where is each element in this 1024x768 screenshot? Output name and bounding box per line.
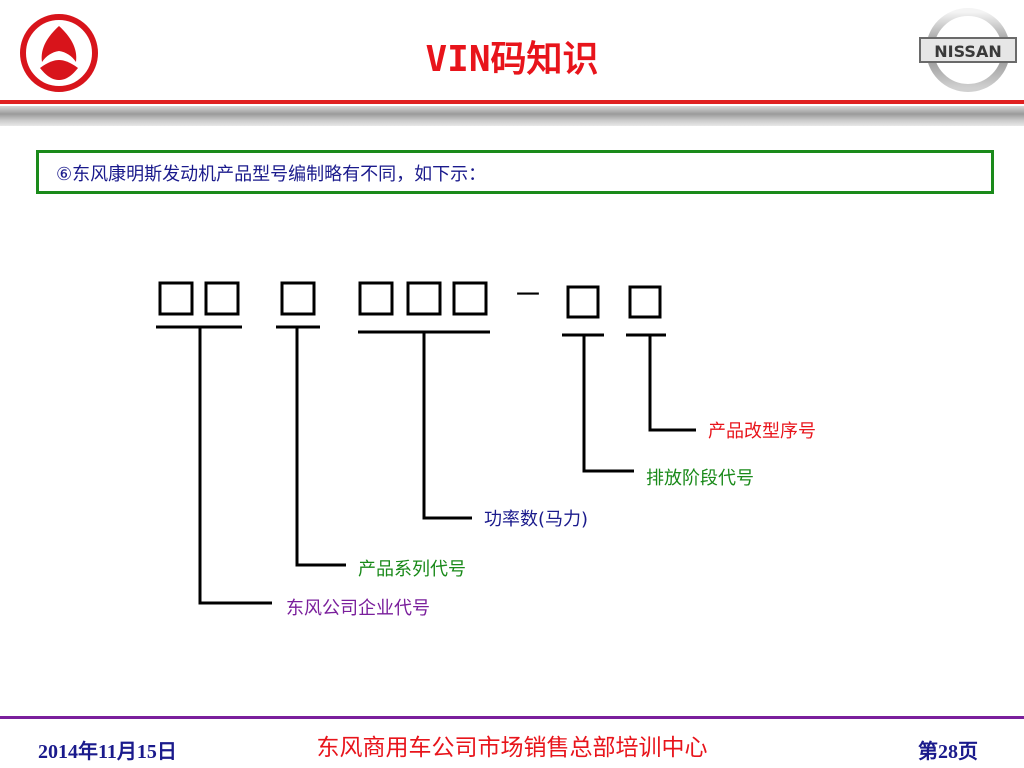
footer-organization: 东风商用车公司市场销售总部培训中心 (316, 735, 708, 761)
code-dash: － (513, 278, 543, 313)
code-box-5 (406, 281, 442, 316)
code-box-1 (158, 281, 194, 316)
footer-page-number: 第28页 (918, 741, 978, 763)
leader-power (422, 332, 472, 520)
leader-emission (582, 335, 634, 473)
label-product-series: 产品系列代号 (358, 559, 466, 580)
leader-series (295, 327, 346, 567)
code-box-8 (628, 285, 662, 319)
note-text: ⑥东风康明斯发动机产品型号编制略有不同，如下示： (56, 164, 487, 185)
nissan-logo-text: NISSAN (934, 42, 1001, 61)
code-box-6 (452, 281, 488, 316)
label-revision-number: 产品改型序号 (708, 421, 816, 442)
code-boxes (158, 281, 662, 319)
leader-revision (648, 335, 696, 432)
code-box-2 (204, 281, 240, 316)
footer-date: 2014年11月15日 (38, 741, 177, 763)
slide-title: VIN码知识 (425, 39, 599, 80)
nissan-logo-icon: NISSAN (919, 8, 1017, 92)
label-emission-stage: 排放阶段代号 (646, 468, 754, 489)
code-box-3 (280, 281, 316, 316)
label-power-rating: 功率数(马力) (484, 509, 588, 530)
note-box (36, 150, 994, 194)
code-box-7 (566, 285, 600, 319)
code-box-4 (358, 281, 394, 316)
header-divider-bar (0, 100, 1024, 126)
dongfeng-logo-icon (20, 14, 98, 92)
label-company-code: 东风公司企业代号 (286, 598, 430, 619)
footer-divider (0, 716, 1024, 719)
connector-lines (156, 325, 696, 605)
leader-company (198, 327, 272, 605)
